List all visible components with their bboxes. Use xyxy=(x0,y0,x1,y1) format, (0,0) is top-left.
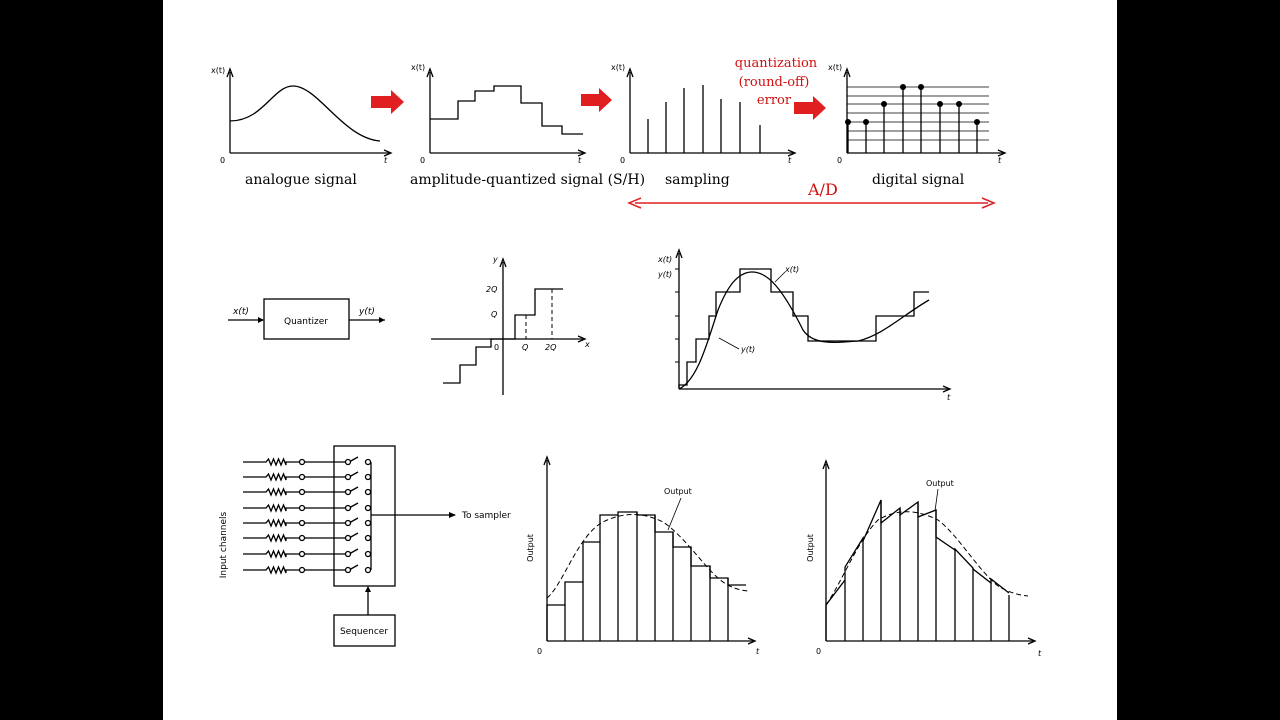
quantizer-input-label: x(t) xyxy=(232,307,249,317)
slide: x(t) 0 t analogue signal x(t) 0 t amplit… xyxy=(163,0,1117,720)
annotation-line2: (round-off) xyxy=(739,75,810,90)
sampling-ylabel: x(t) xyxy=(611,63,625,72)
ad-double-arrow: A/D xyxy=(627,180,996,209)
approx-curve-y-label: y(t) xyxy=(740,345,755,354)
quantizer-staircase-plot: y x 2Q Q 0 Q 2Q xyxy=(431,255,590,395)
quantized-signal-plot: x(t) 0 t amplitude-quantized signal (S/H… xyxy=(410,63,645,188)
quantized-xlabel: t xyxy=(578,156,582,165)
quantizer-block-diagram: x(t) Quantizer y(t) xyxy=(228,298,385,340)
sampling-origin: 0 xyxy=(620,156,625,165)
ad-label: A/D xyxy=(807,180,838,199)
mux-input-channel xyxy=(243,456,372,467)
quantized-caption: amplitude-quantized signal (S/H) xyxy=(410,172,645,188)
quantized-origin: 0 xyxy=(420,156,425,165)
foh-ylabel: Output xyxy=(806,534,815,562)
analog-xlabel: t xyxy=(384,156,388,165)
annotation-line3: error xyxy=(757,93,792,108)
sampling-plot: x(t) 0 t sampling xyxy=(611,63,797,188)
staircase-tick-q-y: Q xyxy=(491,310,497,319)
mux-input-channel xyxy=(243,517,372,528)
digital-ylabel: x(t) xyxy=(828,63,842,72)
analog-origin: 0 xyxy=(220,156,225,165)
zoh-output-plot: Output 0 t Output xyxy=(526,455,760,656)
foh-origin: 0 xyxy=(816,647,821,656)
digital-signal-plot: x(t) 0 t digital signal xyxy=(828,63,1007,188)
approx-xlabel: t xyxy=(947,393,951,402)
staircase-origin: 0 xyxy=(494,343,499,352)
annotation-line1: quantization xyxy=(735,56,818,71)
staircase-tick-2q-x: 2Q xyxy=(545,343,556,352)
approx-curve-x-label: x(t) xyxy=(784,265,799,274)
quantized-ylabel: x(t) xyxy=(411,63,425,72)
digital-xlabel: t xyxy=(998,156,1002,165)
digital-caption: digital signal xyxy=(872,172,965,188)
red-arrow-icon xyxy=(794,96,826,120)
analog-signal-plot: x(t) 0 t analogue signal xyxy=(211,66,393,188)
sequencer-label: Sequencer xyxy=(340,627,388,637)
diagram-canvas: x(t) 0 t analogue signal x(t) 0 t amplit… xyxy=(211,56,1042,658)
zoh-xlabel: t xyxy=(756,647,760,656)
mux-input-channel xyxy=(243,471,372,482)
staircase-tick-q-x: Q xyxy=(522,343,528,352)
quantized-approximation-plot: x(t) y(t) t x(t) y(t) xyxy=(657,248,952,402)
mux-output-label: To sampler xyxy=(461,511,511,521)
analog-caption: analogue signal xyxy=(245,172,357,188)
digital-origin: 0 xyxy=(837,156,842,165)
sampling-xlabel: t xyxy=(788,156,792,165)
mux-input-label: Input channels xyxy=(219,511,229,578)
quantizer-output-label: y(t) xyxy=(358,307,375,317)
zoh-origin: 0 xyxy=(537,647,542,656)
quantizer-box-label: Quantizer xyxy=(284,317,328,327)
mux-input-channel xyxy=(243,532,372,543)
mux-input-channel xyxy=(243,548,372,559)
mux-input-channel xyxy=(243,502,372,513)
staircase-tick-2q-y: 2Q xyxy=(486,285,497,294)
zoh-curve-label: Output xyxy=(664,487,692,496)
approx-ylabel-y: y(t) xyxy=(657,270,672,279)
mux-input-channel xyxy=(243,564,372,575)
foh-output-plot: Output 0 t Output xyxy=(806,459,1042,658)
staircase-y-axis: y xyxy=(492,255,498,264)
staircase-x-axis: x xyxy=(584,340,590,349)
foh-xlabel: t xyxy=(1038,649,1042,658)
sampling-caption: sampling xyxy=(665,172,730,188)
foh-curve-label: Output xyxy=(926,479,954,488)
red-arrow-icon xyxy=(371,90,404,114)
approx-ylabel-x: x(t) xyxy=(657,255,672,264)
multiplexer-diagram: Input channels To sampler Sequencer xyxy=(219,445,511,647)
red-arrow-icon xyxy=(581,88,612,112)
analog-ylabel: x(t) xyxy=(211,66,225,75)
quantization-annotation: quantization (round-off) error xyxy=(735,56,818,108)
mux-input-channel xyxy=(243,486,372,497)
zoh-ylabel: Output xyxy=(526,534,535,562)
